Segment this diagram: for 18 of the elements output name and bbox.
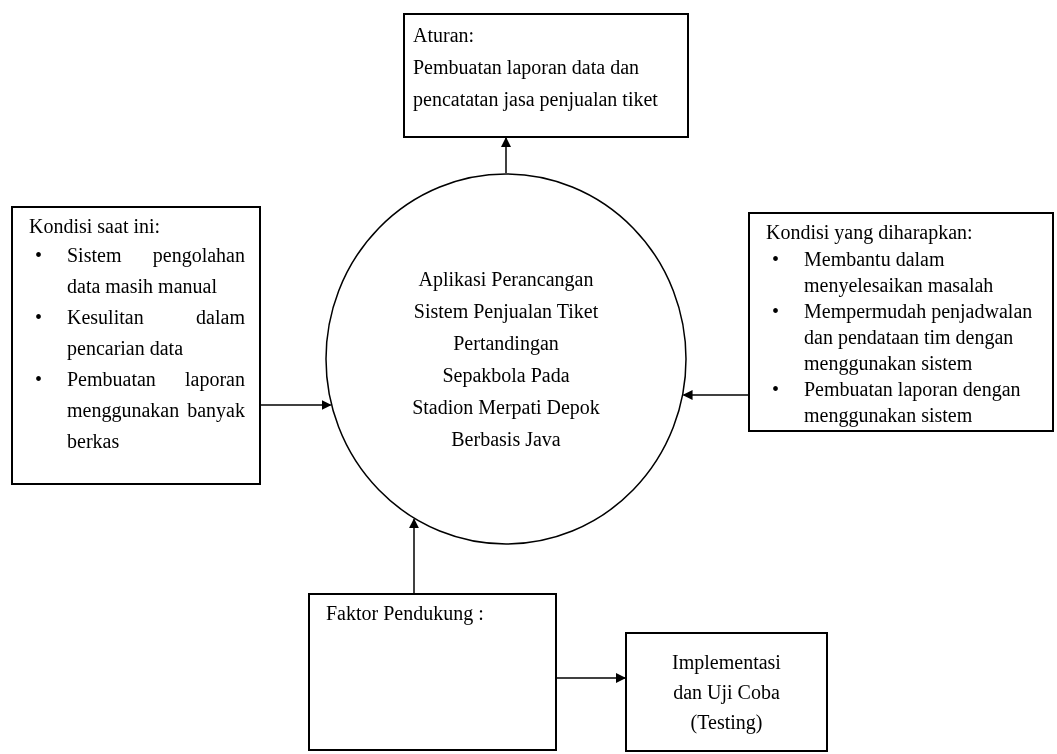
arrow (556, 673, 626, 683)
circle-text: Aplikasi Perancangan Sistem Penjualan Tiket Pertandingan Sepakbola Pada Stadion Merpati Depok Berbasis Java (411, 267, 601, 452)
bullet-item: • Kesulitan dalam pencarian data (34, 305, 245, 362)
box-text: Implementasi dan Uji Coba (Testing) (671, 650, 782, 736)
bullet-item: • Sistem pengolahan data masih manual (34, 243, 245, 299)
bullet-item: • Mempermudah penjadwalan dan pendataan tim dengan menggunakan sistem (771, 299, 1034, 376)
box-text: Pembuatan laporan data dan pencatatan jasa penjualan tiket (413, 55, 659, 113)
box-heading: Kondisi yang diharapkan: (766, 220, 974, 246)
box-heading: Aturan: (413, 23, 476, 48)
arrow (501, 137, 511, 174)
box-heading: Kondisi saat ini: (29, 214, 162, 239)
bullet-item: • Pembuatan laporan dengan menggunakan sistem (771, 377, 1022, 428)
bullet-item: • Membantu dalam menyelesaikan masalah (771, 247, 995, 298)
arrow (409, 518, 419, 594)
arrow (682, 390, 749, 400)
bullet-item: • Pembuatan laporan menggunakan banyak berkas (34, 367, 245, 454)
arrow (260, 400, 332, 410)
box-heading: Faktor Pendukung : (326, 601, 485, 627)
